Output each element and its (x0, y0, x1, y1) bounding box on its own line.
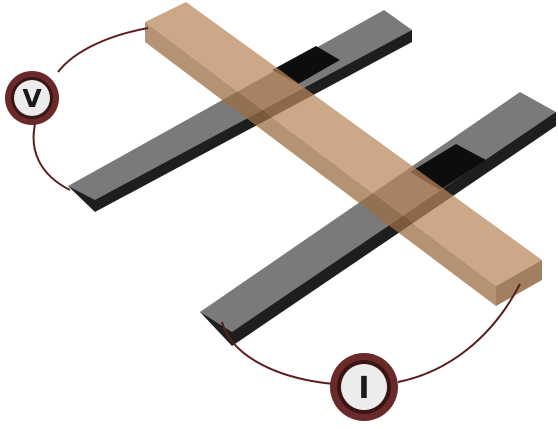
ammeter-label: I (358, 371, 369, 406)
wire-voltmeter-lower (34, 120, 70, 190)
lower-electrode (200, 92, 556, 346)
voltmeter: V (5, 71, 59, 125)
voltmeter-label: V (22, 84, 42, 113)
wire-voltmeter-upper (58, 28, 148, 72)
ammeter: I (330, 353, 398, 421)
